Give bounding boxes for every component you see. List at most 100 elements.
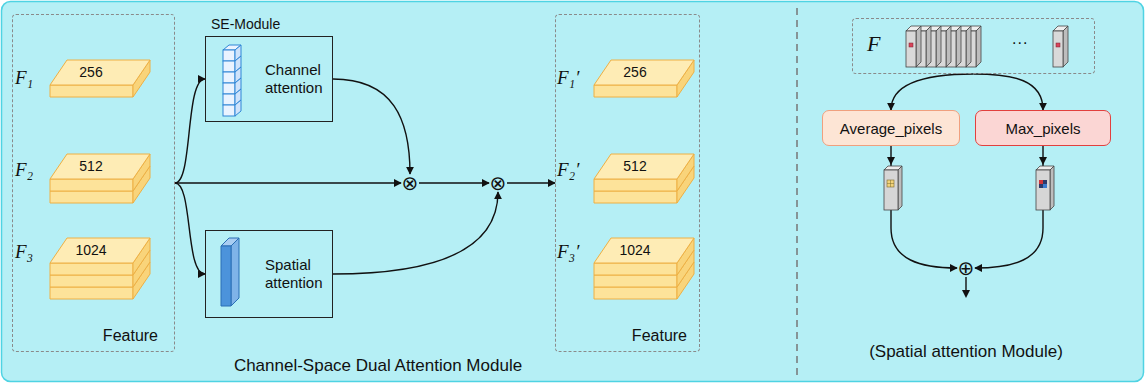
feature-name: F₁′ (557, 67, 579, 89)
output-arrow (962, 277, 970, 298)
group-title: Feature (103, 327, 158, 345)
feature-name: F₂′ (557, 159, 579, 181)
shape-part (594, 154, 694, 179)
channel-count: 256 (49, 59, 133, 85)
shape-part (206, 37, 333, 122)
multiply-operator: ⊗ (401, 174, 419, 192)
connector-arrow (419, 182, 489, 183)
shape-part (223, 50, 235, 61)
shape-part (594, 263, 677, 275)
connector-arrow (333, 192, 498, 274)
shape-part (50, 287, 133, 299)
shape-part (594, 275, 677, 287)
shape-part (50, 85, 133, 97)
operator-symbol: ⊕ (957, 259, 975, 277)
channel-count: 1024 (593, 237, 677, 263)
channel-count: 1024 (49, 237, 133, 263)
feature-map: F₂′512 (593, 153, 695, 205)
shape-part (50, 263, 133, 275)
shape-part (1063, 26, 1068, 67)
operator-symbol: ⊗ (401, 174, 419, 192)
spatial-attention-box: Spatial attention (205, 230, 333, 318)
feature-name: F (867, 31, 880, 57)
feature-stack-box-outline (853, 19, 1096, 75)
connector-arrow (175, 183, 205, 274)
module-label: Spatial attention (265, 256, 327, 292)
shape-part (594, 238, 694, 263)
connector-arrow (891, 74, 974, 110)
feature-name: F₃′ (557, 241, 579, 263)
shape-part (1053, 31, 1063, 67)
pooling-label: Average_pixels (840, 120, 942, 137)
shape-part (916, 26, 921, 67)
shape-part (50, 238, 150, 263)
feature-group: FeatureF₁′256F₂′512F₃′1024 (555, 14, 700, 352)
pooling-box: Max_pixels (975, 110, 1111, 146)
channel-count: 512 (593, 153, 677, 179)
shape-part (594, 85, 677, 97)
shape-part (926, 26, 931, 67)
feature-name: F₂ (15, 159, 33, 181)
average-map (884, 157, 902, 210)
connector-arrow (333, 79, 410, 174)
connector-arrow (507, 182, 555, 183)
module-heading: SE-Module (211, 16, 280, 32)
shape-part (50, 179, 133, 191)
shape-part (223, 94, 235, 105)
connector-arrow (974, 74, 1044, 110)
feature-map: F₂512 (49, 153, 151, 205)
shape-part (966, 26, 971, 67)
shape-part (594, 179, 677, 191)
pooling-box: Average_pixels (822, 110, 960, 146)
add-operator: ⊕ (957, 259, 975, 277)
shape-part (946, 26, 951, 67)
shape-part (50, 191, 133, 203)
channel-attention-box: SE-ModuleChannel attention (205, 36, 333, 122)
divider-line (796, 8, 798, 375)
shape-part (235, 100, 241, 116)
operator-symbol: ⊗ (489, 174, 507, 192)
shape-part (956, 26, 961, 67)
shape-part (50, 154, 150, 179)
connector-arrow (175, 79, 205, 183)
shape-part (50, 275, 133, 287)
shape-part (1056, 43, 1060, 47)
feature-name: F₃ (15, 241, 33, 263)
shape-part (909, 43, 913, 47)
shape-part (594, 60, 694, 85)
shape-part (976, 26, 981, 67)
shape-part (223, 83, 235, 94)
feature-map: F₃′1024 (593, 237, 695, 301)
connector-arrow (975, 146, 1043, 268)
connector-arrow (175, 182, 401, 183)
module-caption: Channel-Space Dual Attention Module (234, 356, 522, 376)
feature-map: F₁256 (49, 59, 151, 105)
shape-part (231, 238, 239, 306)
connector-arrow (891, 146, 957, 268)
pooling-label: Max_pixels (1005, 120, 1080, 137)
module-caption: (Spatial attention Module) (869, 342, 1063, 362)
shape-part (223, 72, 235, 83)
shape-part (223, 105, 235, 116)
shape-part (206, 231, 333, 318)
ellipsis: ... (1012, 30, 1028, 48)
shape-part (594, 191, 677, 203)
shape-part (221, 246, 231, 306)
shape-part (594, 287, 677, 299)
shape-part (936, 26, 941, 67)
module-label: Channel attention (265, 61, 327, 97)
shape-part (906, 31, 916, 67)
feature-stack-box: F (852, 18, 1095, 74)
feature-map: F₃1024 (49, 237, 151, 301)
channel-count: 256 (593, 59, 677, 85)
max-map (1036, 157, 1054, 210)
multiply-operator: ⊗ (489, 174, 507, 192)
feature-name: F₁ (15, 67, 33, 89)
shape-part (223, 61, 235, 72)
feature-group: FeatureF₁256F₂512F₃1024 (12, 14, 175, 352)
shape-part (50, 60, 150, 85)
group-title: Feature (632, 327, 687, 345)
feature-map: F₁′256 (593, 59, 695, 105)
